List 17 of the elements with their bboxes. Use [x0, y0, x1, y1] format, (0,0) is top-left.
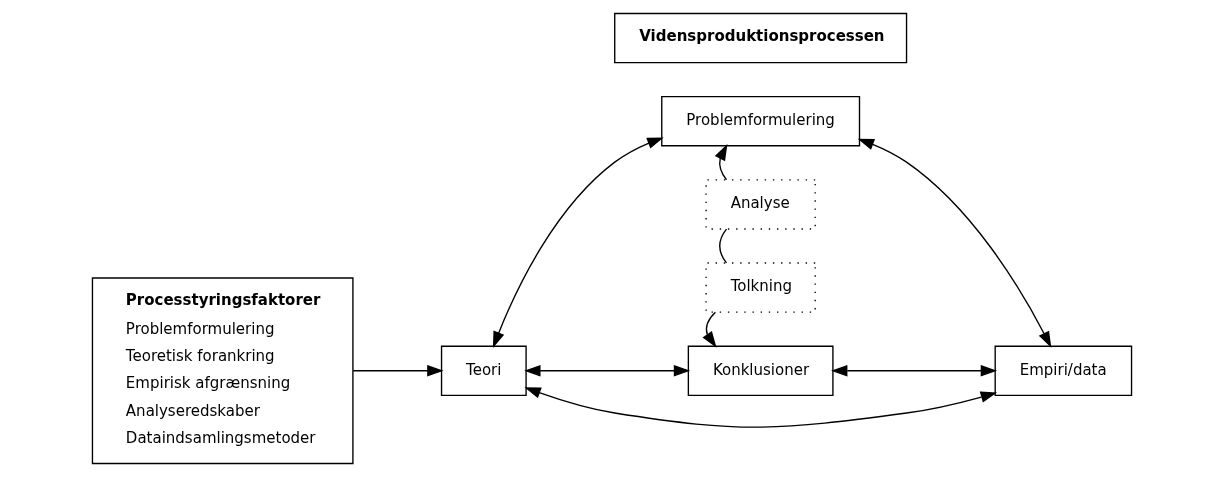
arrow	[352, 365, 444, 377]
arrow	[524, 387, 998, 428]
node-box: Analyse	[705, 179, 816, 230]
node-box: Problemformulering	[661, 96, 861, 147]
arrow	[714, 144, 728, 181]
arrow	[831, 365, 998, 377]
arrow	[702, 311, 717, 348]
node-box: Vidensproduktionsprocessen	[614, 12, 908, 64]
arrow	[492, 137, 664, 348]
arrow	[857, 138, 1052, 348]
node-box: Empiri/data	[994, 345, 1133, 396]
node-box: Processtyringsfaktorer Problemformulering Teoretisk forankring Empirisk afgrænsning Analyseredskaber Dataindsamlingsmetoder	[91, 277, 354, 465]
connector	[719, 228, 728, 264]
node-box: Teori	[440, 345, 527, 396]
node-box: Tolkning	[705, 262, 816, 313]
arrow	[524, 365, 691, 377]
node-box: Konklusioner	[687, 345, 834, 396]
